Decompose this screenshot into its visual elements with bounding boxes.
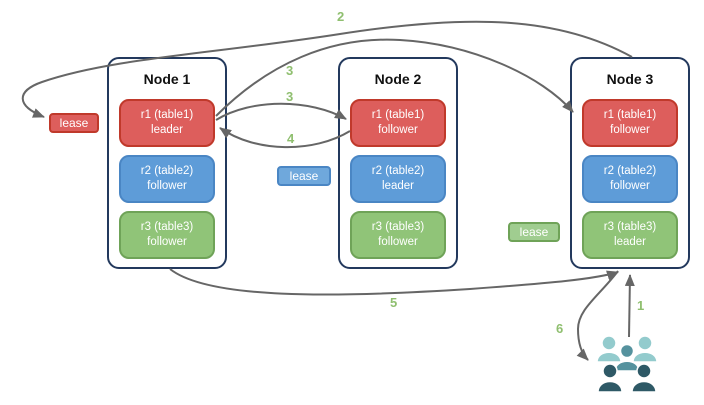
replica-name: r3 (table3) bbox=[371, 221, 425, 234]
replica-name: r2 (table2) bbox=[371, 165, 425, 178]
node-2-container: Node 2 r1 (table1) follower r2 (table2) … bbox=[338, 57, 458, 269]
replica-role: leader bbox=[382, 180, 414, 192]
node-3-replica-r2: r2 (table2) follower bbox=[582, 155, 678, 203]
replica-name: r3 (table3) bbox=[603, 221, 657, 234]
node-3-replica-r3: r3 (table3) leader bbox=[582, 211, 678, 259]
arrow-step-6 bbox=[576, 270, 619, 361]
node-3-title: Node 3 bbox=[606, 71, 654, 87]
node-1-replica-r3: r3 (table3) follower bbox=[119, 211, 215, 259]
replica-name: r3 (table3) bbox=[140, 221, 194, 234]
replica-name: r1 (table1) bbox=[371, 109, 425, 122]
lease-badge-table3: lease bbox=[508, 222, 560, 242]
step-label-4: 4 bbox=[287, 131, 295, 146]
node-1-replica-r1: r1 (table1) leader bbox=[119, 99, 215, 147]
replica-name: r1 (table1) bbox=[603, 109, 657, 122]
step-label-3a: 3 bbox=[286, 63, 294, 78]
replica-role: follower bbox=[610, 124, 650, 136]
node-3-container: Node 3 r1 (table1) follower r2 (table2) … bbox=[570, 57, 690, 269]
node-1-container: Node 1 r1 (table1) leader r2 (table2) fo… bbox=[107, 57, 227, 269]
users-front-row bbox=[597, 363, 657, 393]
node-1-title: Node 1 bbox=[143, 71, 191, 87]
replica-name: r2 (table2) bbox=[140, 165, 194, 178]
replica-role: follower bbox=[378, 124, 418, 136]
replica-name: r1 (table1) bbox=[140, 109, 194, 122]
step-label-5: 5 bbox=[390, 295, 398, 310]
arrow-step-4 bbox=[219, 127, 351, 149]
replica-role: leader bbox=[614, 236, 646, 248]
node-2-replica-r1: r1 (table1) follower bbox=[350, 99, 446, 147]
node-2-title: Node 2 bbox=[374, 71, 422, 87]
arrow-step-5 bbox=[169, 268, 619, 296]
users-back-row bbox=[596, 335, 658, 363]
step-label-2: 2 bbox=[337, 9, 345, 24]
arrow-step-1 bbox=[624, 274, 635, 338]
lease-badge-table1: lease bbox=[49, 113, 99, 133]
step-label-6: 6 bbox=[556, 321, 564, 336]
arrow-step-3-to-node2 bbox=[215, 102, 347, 121]
node-2-replica-r3: r3 (table3) follower bbox=[350, 211, 446, 259]
replica-role: leader bbox=[151, 124, 183, 136]
node-2-replica-r2: r2 (table2) leader bbox=[350, 155, 446, 203]
replica-role: follower bbox=[610, 180, 650, 192]
step-label-1: 1 bbox=[637, 298, 645, 313]
lease-badge-table2: lease bbox=[277, 166, 331, 186]
step-label-3b: 3 bbox=[286, 89, 294, 104]
node-3-replica-r1: r1 (table1) follower bbox=[582, 99, 678, 147]
replica-role: follower bbox=[147, 180, 187, 192]
node-1-replica-r2: r2 (table2) follower bbox=[119, 155, 215, 203]
replica-name: r2 (table2) bbox=[603, 165, 657, 178]
users-icon bbox=[596, 335, 658, 393]
users-middle bbox=[614, 343, 640, 372]
replica-role: follower bbox=[378, 236, 418, 248]
replica-role: follower bbox=[147, 236, 187, 248]
